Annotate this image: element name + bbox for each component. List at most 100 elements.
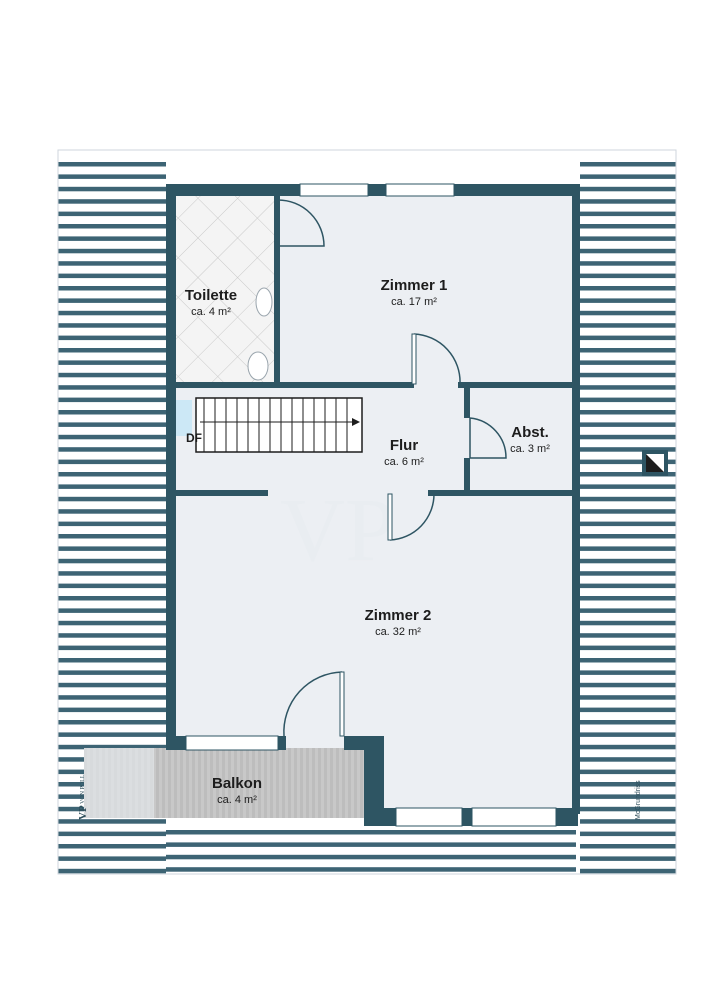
roof-slat — [58, 856, 166, 861]
roof-slat — [580, 174, 676, 179]
roof-slat — [58, 633, 166, 638]
room-area-toilette: ca. 4 m² — [191, 306, 231, 318]
roof-slat — [580, 558, 676, 564]
roof-slat — [58, 186, 166, 192]
stair-light-marker — [176, 400, 192, 436]
roof-slats-right — [580, 162, 676, 874]
roof-slat — [580, 335, 676, 341]
roof-slat — [580, 521, 676, 527]
roof-slat — [58, 496, 166, 502]
roof-slat — [580, 583, 676, 589]
roof-slat — [58, 410, 166, 415]
room-name-balkon: Balkon — [212, 775, 262, 792]
roof-slat — [580, 434, 676, 440]
room-name-zimmer2: Zimmer 2 — [365, 607, 432, 624]
roof-slat — [580, 286, 676, 291]
roof-slat — [58, 434, 166, 440]
chimney-icon — [642, 450, 668, 476]
roof-slat — [580, 323, 676, 328]
roof-slat — [580, 211, 676, 217]
room-name-zimmer1: Zimmer 1 — [381, 277, 448, 294]
roof-slat — [58, 509, 166, 514]
roof-slat — [58, 199, 166, 204]
roof-outline — [57, 149, 677, 875]
roof-slat — [580, 310, 676, 316]
roof-slat — [58, 472, 166, 477]
roof-slat — [580, 658, 676, 663]
roof-slat — [580, 782, 676, 787]
roof-slat — [580, 695, 676, 700]
roof-slat — [58, 707, 166, 713]
roof-slat — [58, 298, 166, 303]
roof-slat — [58, 608, 166, 613]
roof-slat — [166, 842, 576, 847]
roof-slat — [580, 670, 676, 675]
roof-slat — [58, 546, 166, 551]
toilet-fixtures — [247, 287, 273, 381]
stair-label: DF — [186, 431, 202, 445]
roof-slat — [580, 248, 676, 254]
roof-slat — [580, 447, 676, 452]
roof-slat — [580, 757, 676, 762]
roof-slat — [580, 620, 676, 626]
roof-slat — [580, 199, 676, 204]
walls — [166, 184, 580, 826]
roof-slat — [580, 546, 676, 551]
roof-slat — [580, 744, 676, 750]
staircase — [195, 397, 363, 453]
watermark-logo: VP — [280, 481, 395, 580]
roof-slat — [580, 348, 676, 353]
roof-slat — [58, 335, 166, 341]
roof-slat — [580, 472, 676, 477]
brand-logo-letters: VP — [77, 805, 89, 820]
roof-slat — [58, 596, 166, 601]
roof-slat — [58, 670, 166, 675]
room-area-zimmer1: ca. 17 m² — [391, 296, 437, 308]
room-area-abst: ca. 3 m² — [510, 443, 550, 455]
roof-slat — [580, 236, 676, 241]
roof-slat — [580, 298, 676, 303]
roof-slat — [580, 261, 676, 266]
roof-slats-bottom — [166, 830, 576, 872]
roof-slat — [580, 162, 676, 167]
roof-slat — [58, 372, 166, 378]
roof-slat — [580, 509, 676, 514]
roof-slat — [580, 385, 676, 390]
roof-slat — [580, 571, 676, 576]
roof-slat — [58, 620, 166, 626]
roof-slat — [580, 496, 676, 502]
roof-slat — [58, 211, 166, 217]
windows — [185, 183, 557, 827]
roof-slat — [58, 831, 166, 837]
roof-slat — [58, 348, 166, 353]
roof-slat — [58, 844, 166, 849]
roof-slat — [580, 831, 676, 837]
roof-slat — [58, 422, 166, 427]
roof-slat — [58, 224, 166, 229]
door-leaves — [339, 333, 417, 737]
roof-slat — [580, 397, 676, 403]
roof-slat — [580, 856, 676, 861]
roof-slat — [58, 695, 166, 700]
roof-slat — [580, 794, 676, 799]
roof-slat — [580, 459, 676, 465]
room-area-flur: ca. 6 m² — [384, 456, 424, 468]
roof-slat — [580, 484, 676, 489]
roof-slat — [58, 732, 166, 737]
roof-slat — [58, 534, 166, 539]
roof-slat — [580, 645, 676, 651]
roof-slat — [58, 558, 166, 564]
roof-slat — [58, 720, 166, 725]
roof-slat — [58, 360, 166, 365]
roof-slat — [58, 571, 166, 576]
brand-logo: VP VON POLL — [77, 774, 89, 820]
roof-slat — [580, 534, 676, 539]
roof-slat — [58, 174, 166, 179]
roof-slat — [580, 273, 676, 279]
roof-slat — [580, 720, 676, 725]
roof-slat — [580, 844, 676, 849]
roof-slat — [580, 422, 676, 427]
roof-slat — [58, 286, 166, 291]
roof-slat — [166, 867, 576, 872]
